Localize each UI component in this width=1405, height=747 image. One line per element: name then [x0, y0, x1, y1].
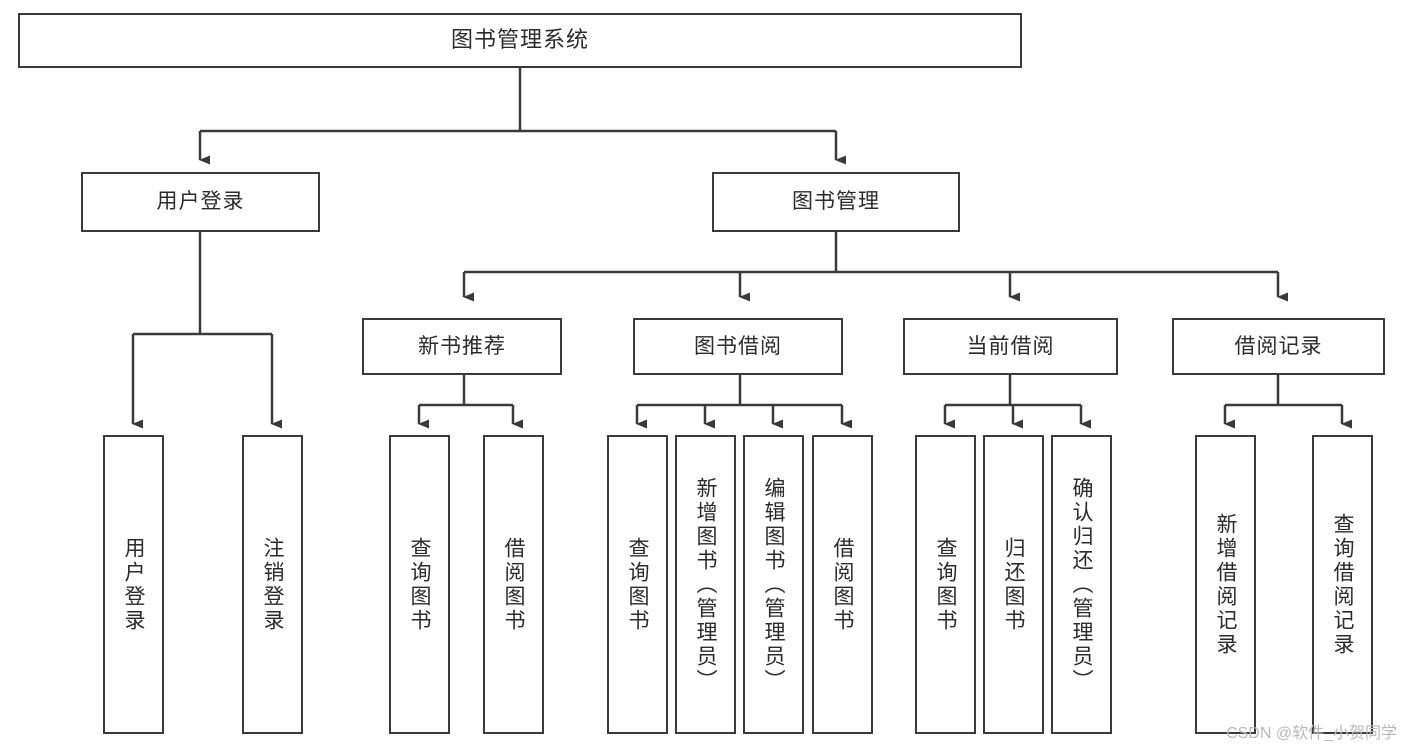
node-label: 归还图书 — [1002, 536, 1026, 633]
node-label: 查询图书 — [626, 536, 650, 633]
leaf-borrow-edit-book-admin[interactable]: 编辑图书（管理员） — [743, 435, 804, 734]
node-label: 查询借阅记录 — [1331, 512, 1355, 657]
node-label: 当前借阅 — [966, 334, 1055, 358]
leaf-record-query-record[interactable]: 查询借阅记录 — [1312, 435, 1373, 734]
node-label: 借阅记录 — [1234, 334, 1323, 358]
node-label: 图书管理 — [792, 190, 880, 214]
node-label: 查询图书 — [934, 536, 958, 633]
node-label: 借阅图书 — [831, 536, 855, 633]
node-label: 借阅图书 — [502, 536, 526, 633]
node-label: 用户登录 — [156, 190, 245, 214]
node-label: 查询图书 — [408, 536, 432, 633]
leaf-recommend-query-book[interactable]: 查询图书 — [389, 435, 450, 734]
node-label: 注销登录 — [261, 536, 285, 633]
leaf-record-add-record[interactable]: 新增借阅记录 — [1195, 435, 1256, 734]
leaf-borrow-borrow-book[interactable]: 借阅图书 — [812, 435, 873, 734]
node-book-borrow[interactable]: 图书借阅 — [633, 318, 843, 375]
node-label: 新书推荐 — [418, 334, 506, 358]
leaf-current-query-book[interactable]: 查询图书 — [915, 435, 976, 734]
node-label: 新增图书（管理员） — [694, 476, 718, 693]
watermark-text: CSDN @软件_小贺同学 — [1226, 725, 1397, 742]
node-label: 图书管理系统 — [450, 27, 589, 53]
leaf-user-login-login[interactable]: 用户登录 — [103, 435, 164, 734]
node-borrow-record[interactable]: 借阅记录 — [1172, 318, 1385, 375]
node-root-book-management-system[interactable]: 图书管理系统 — [18, 13, 1022, 68]
node-new-book-recommend[interactable]: 新书推荐 — [362, 318, 562, 375]
node-label: 图书借阅 — [694, 334, 782, 358]
node-label: 确认归还（管理员） — [1070, 476, 1094, 693]
leaf-current-return-book[interactable]: 归还图书 — [983, 435, 1044, 734]
leaf-recommend-borrow-book[interactable]: 借阅图书 — [483, 435, 544, 734]
leaf-borrow-query-book[interactable]: 查询图书 — [607, 435, 668, 734]
leaf-borrow-add-book-admin[interactable]: 新增图书（管理员） — [675, 435, 736, 734]
leaf-current-confirm-return-admin[interactable]: 确认归还（管理员） — [1051, 435, 1112, 734]
node-label: 用户登录 — [122, 536, 146, 633]
node-current-borrow[interactable]: 当前借阅 — [903, 318, 1118, 375]
node-label: 编辑图书（管理员） — [762, 476, 786, 693]
leaf-user-login-logout[interactable]: 注销登录 — [242, 435, 303, 734]
node-book-management[interactable]: 图书管理 — [712, 172, 960, 232]
node-user-login[interactable]: 用户登录 — [81, 172, 320, 232]
node-label: 新增借阅记录 — [1214, 512, 1238, 657]
